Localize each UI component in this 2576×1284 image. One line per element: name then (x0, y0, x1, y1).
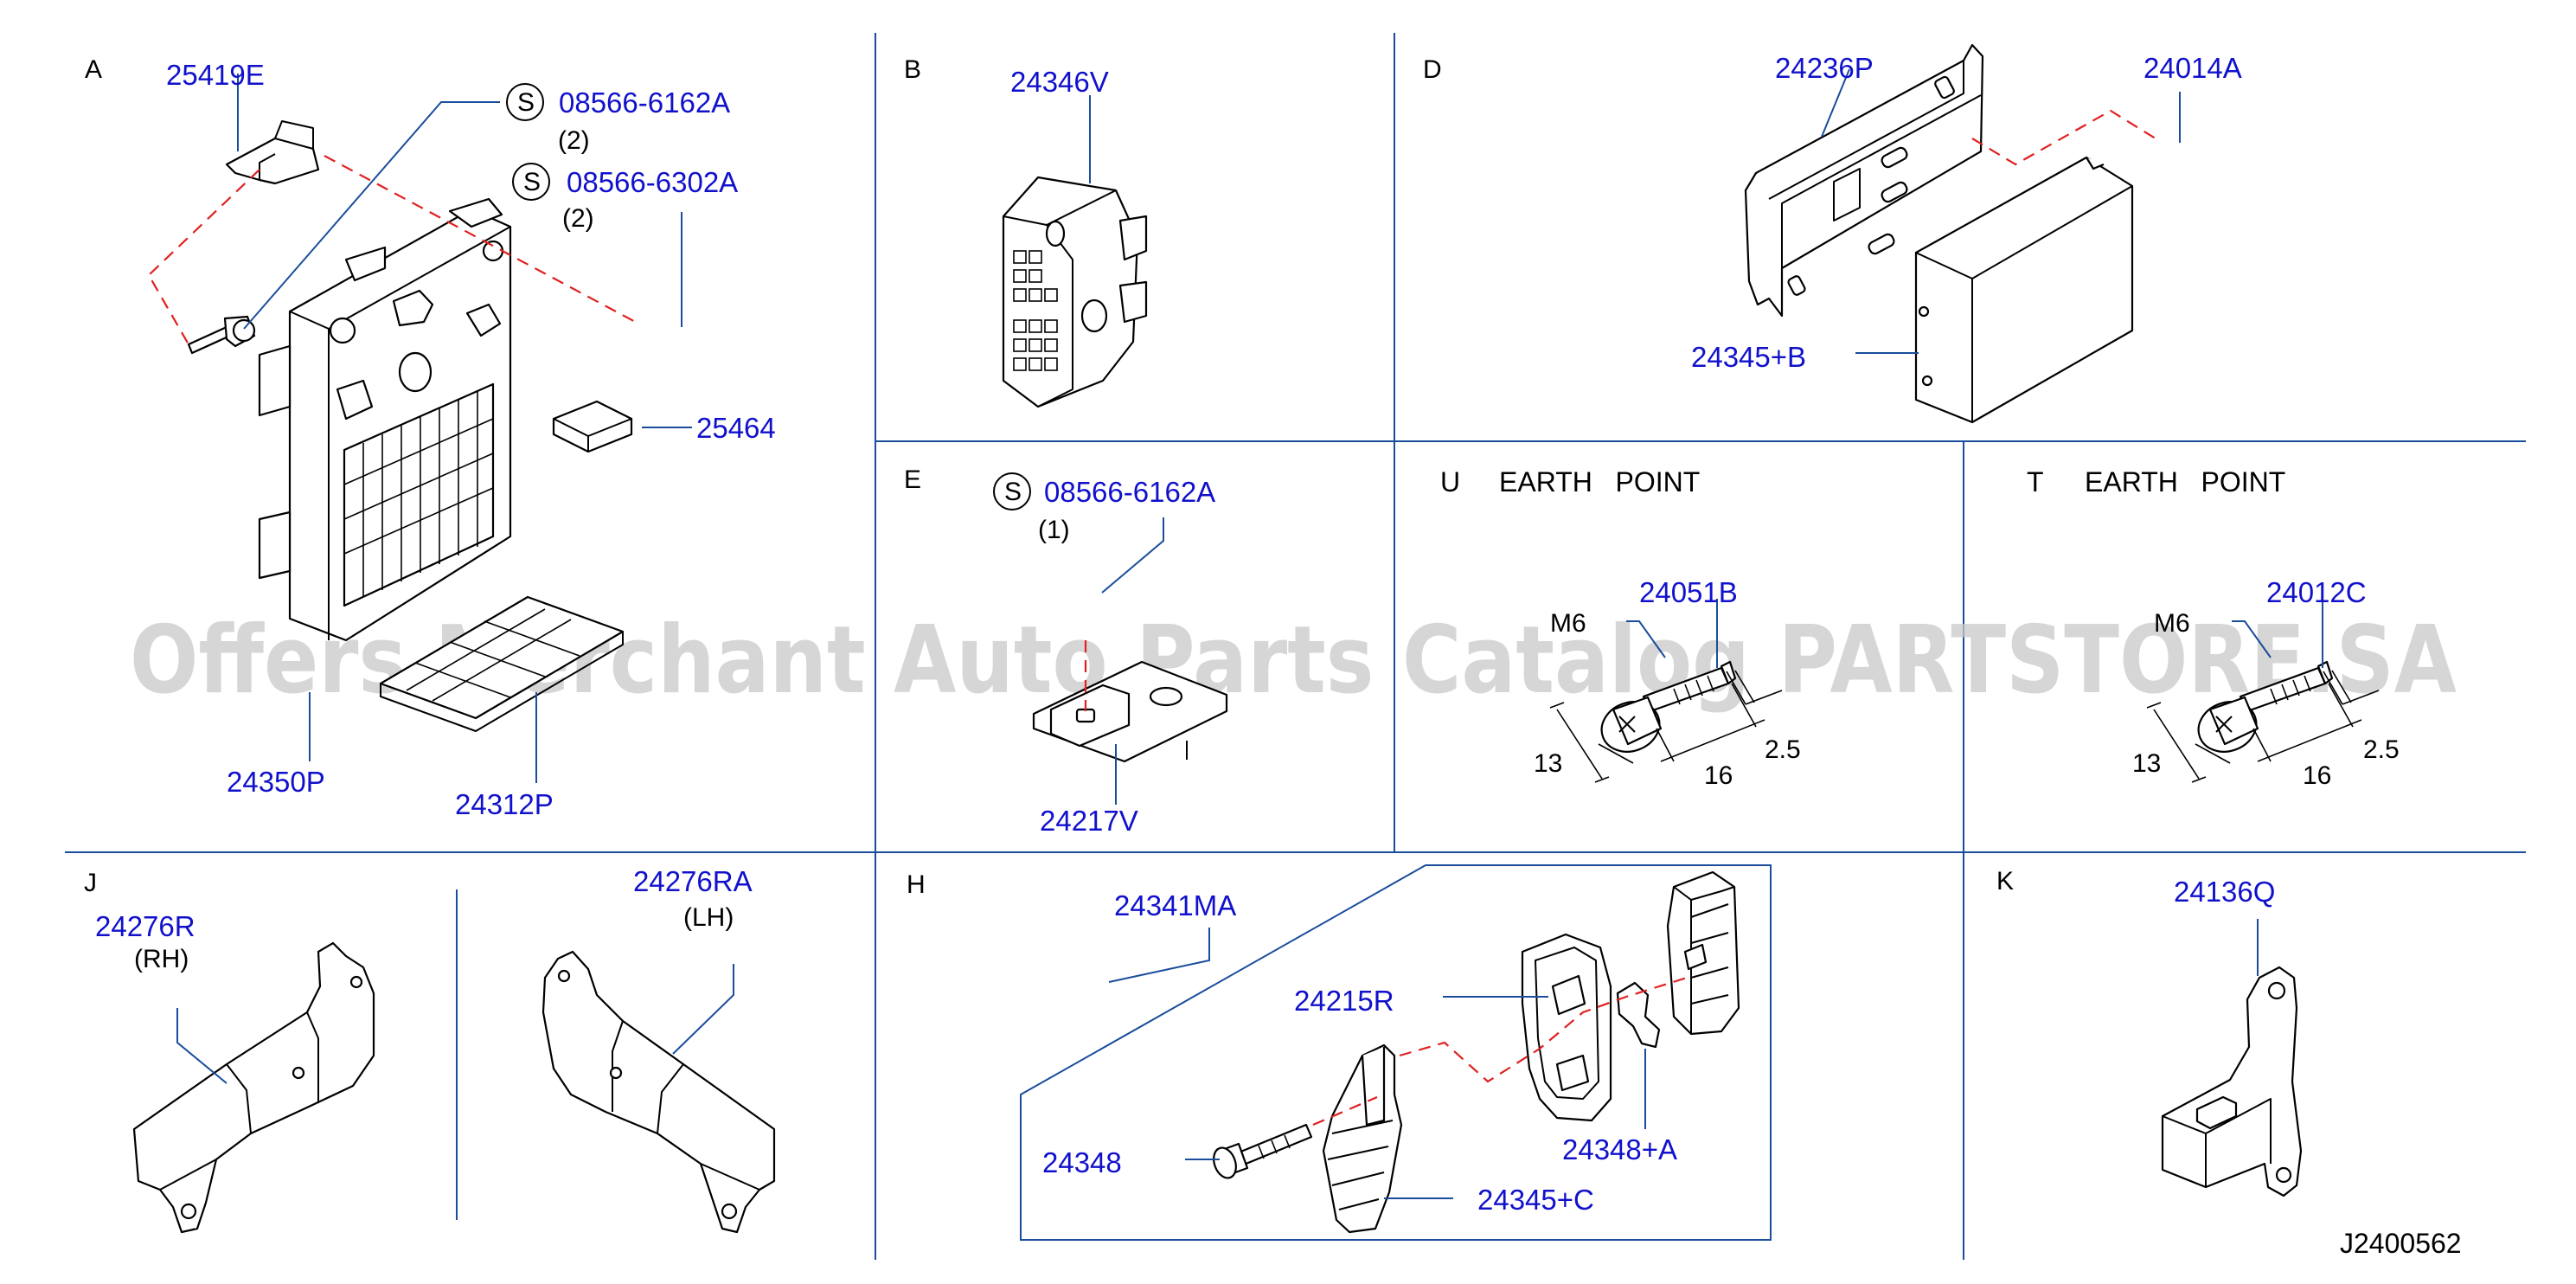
quantity-label: (2) (558, 126, 590, 155)
part-label-24350p[interactable]: 24350P (227, 766, 325, 798)
connector-drawing (1002, 176, 1148, 408)
assembly-line-a2 (147, 169, 260, 345)
bolt-drawing (1213, 1123, 1313, 1179)
assembly-line-d (1971, 109, 2159, 166)
section-a-label: A (85, 55, 102, 84)
part-label-24276ra[interactable]: 24276RA (633, 865, 753, 897)
standard-part-letter: S (1004, 478, 1022, 506)
part-label-25419e[interactable]: 25419E (166, 59, 265, 91)
relay-bracket-drawing (225, 120, 320, 185)
standard-part-letter: S (517, 88, 535, 117)
screw-drawing (187, 315, 256, 355)
section-grid (65, 33, 2526, 1260)
part-label-24348-a[interactable]: 24348+A (1562, 1133, 1677, 1165)
bracket-lh-drawing (541, 950, 776, 1234)
assembly-line-h (1312, 976, 1688, 1127)
section-b: B (904, 55, 1148, 408)
part-label-24012c[interactable]: 24012C (2266, 576, 2367, 608)
quantity-label: (1) (1038, 516, 1070, 544)
fuse-drawing (552, 400, 633, 453)
grommet-drawing (1322, 1043, 1403, 1234)
drawing-number: J2400562 (2340, 1228, 2462, 1259)
section-a: A (85, 55, 776, 820)
section-j: J 24276R (RH) 24276RA (LH) (84, 865, 776, 1234)
standard-part-symbol (512, 163, 550, 201)
dimension-label-13: 13 (2132, 749, 2161, 778)
earth-bolt-drawing (2146, 660, 2380, 783)
standard-part-symbol (993, 472, 1031, 510)
section-t: T EARTH POINT 24012C (2027, 466, 2400, 790)
part-label-24341ma[interactable]: 24341MA (1114, 889, 1236, 921)
part-label-24136q[interactable]: 24136Q (2174, 876, 2275, 908)
rh-label: (RH) (134, 945, 189, 973)
dimension-label-2-5: 2.5 (2363, 735, 2400, 764)
fuse-cover-drawing (379, 595, 625, 732)
thread-size-label: M6 (2154, 609, 2190, 638)
dimension-label-16: 16 (2303, 761, 2331, 790)
section-k-label: K (1996, 867, 2014, 896)
section-t-label: T (2027, 466, 2044, 498)
standard-part-symbol (506, 83, 544, 121)
part-label-24051b[interactable]: 24051B (1639, 576, 1738, 608)
section-h-label: H (907, 870, 926, 899)
control-unit-drawing (1914, 156, 2134, 424)
part-label-25464[interactable]: 25464 (696, 412, 776, 444)
bracket-plate-drawing (1032, 660, 1228, 763)
part-label-24348[interactable]: 24348 (1042, 1146, 1122, 1178)
part-label-08566-6302a[interactable]: 08566-6302A (567, 166, 738, 198)
clip-drawing (1616, 981, 1661, 1049)
part-label-24345-b[interactable]: 24345+B (1691, 341, 1806, 373)
part-label-24345-c[interactable]: 24345+C (1477, 1184, 1594, 1216)
part-label-08566-6162a[interactable]: 08566-6162A (559, 87, 730, 119)
part-label-24346v[interactable]: 24346V (1010, 66, 1109, 98)
part-label-24217v[interactable]: 24217V (1040, 805, 1138, 837)
standard-part-letter: S (523, 168, 541, 196)
section-u: U EARTH POINT 24051B (1440, 466, 1801, 790)
part-label-24215r[interactable]: 24215R (1294, 985, 1394, 1017)
section-t-title: EARTH POINT (2085, 466, 2285, 498)
kit-boundary (1020, 864, 1772, 1241)
section-k: K 24136Q (1996, 867, 2303, 1197)
dimension-label-16: 16 (1704, 761, 1733, 790)
section-d-label: D (1423, 55, 1442, 84)
holder-drawing (1521, 933, 1612, 1122)
section-u-label: U (1440, 466, 1460, 498)
part-label-08566-6162a-e[interactable]: 08566-6162A (1044, 476, 1215, 508)
bracket-drawing (1744, 43, 1984, 318)
lh-label: (LH) (683, 903, 734, 932)
quantity-label: (2) (562, 204, 594, 233)
part-label-24312p[interactable]: 24312P (455, 788, 554, 820)
dimension-label-2-5: 2.5 (1765, 735, 1801, 764)
part-label-24014a[interactable]: 24014A (2143, 52, 2242, 84)
section-e: E S 08566-6162A (1) 24217V (904, 465, 1228, 837)
thread-size-label: M6 (1550, 609, 1586, 638)
section-h: H (907, 864, 1772, 1241)
part-label-24236p[interactable]: 24236P (1775, 52, 1874, 84)
bracket-rh-drawing (132, 941, 375, 1234)
section-b-label: B (904, 55, 921, 84)
section-u-title: EARTH POINT (1499, 466, 1700, 498)
section-d: D 24236P 24014A 24345+B (1423, 43, 2242, 424)
relay-drawing (1666, 870, 1740, 1036)
earth-bolt-drawing (1549, 660, 1783, 783)
dimension-label-13: 13 (1534, 749, 1562, 778)
section-e-label: E (904, 465, 921, 494)
section-j-label: J (84, 869, 97, 897)
sensor-bracket-drawing (2161, 966, 2303, 1197)
fuse-block-drawing (258, 197, 512, 642)
part-label-24276r[interactable]: 24276R (95, 910, 195, 942)
